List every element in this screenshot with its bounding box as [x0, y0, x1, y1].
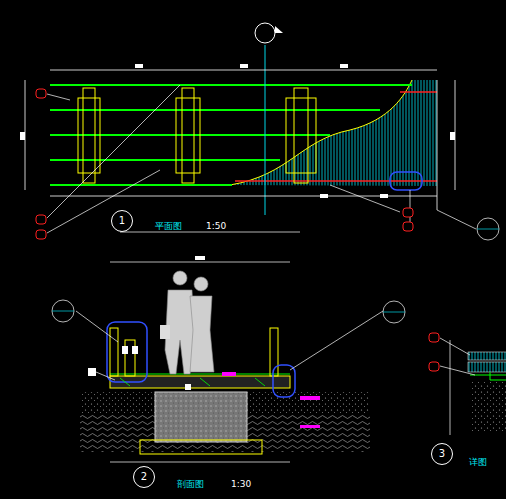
- section-view: [52, 218, 499, 462]
- view-title: 1:50: [205, 222, 227, 231]
- view-title: 剖面图: [176, 480, 205, 489]
- view-number: 2: [141, 472, 147, 482]
- detail-view: [429, 333, 506, 435]
- view-index-circle: 1: [111, 210, 133, 232]
- view-title: 详图: [468, 458, 488, 467]
- view-number: 3: [439, 449, 445, 459]
- view-title: 1:30: [230, 480, 252, 489]
- view-index-circle: 3: [431, 443, 453, 465]
- view-number: 1: [119, 216, 125, 226]
- view-title: 平面图: [154, 222, 183, 231]
- plan-view: [20, 23, 476, 239]
- view-index-circle: 2: [133, 466, 155, 488]
